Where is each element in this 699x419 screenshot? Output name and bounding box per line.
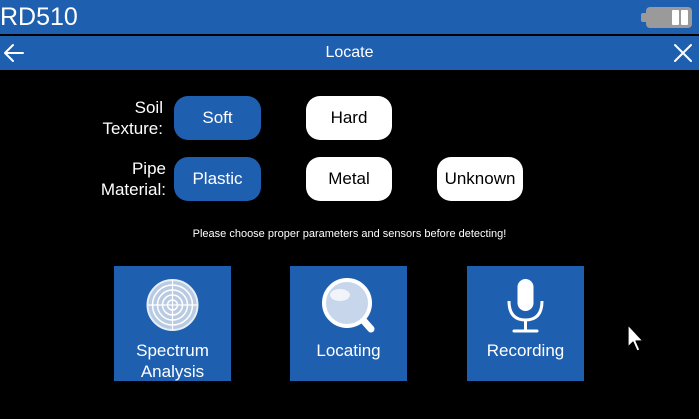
status-bar: RD510	[0, 0, 699, 34]
page-title: Locate	[325, 44, 374, 61]
title-bar: Locate	[0, 36, 699, 70]
spectrum-analysis-label: Spectrum Analysis	[114, 340, 231, 382]
mouse-pointer-icon	[627, 324, 644, 352]
spectrum-analysis-label-line1: Spectrum	[136, 341, 209, 360]
soil-texture-label-line1: Soil	[134, 98, 163, 117]
pipe-option-plastic[interactable]: Plastic	[174, 157, 261, 201]
soil-texture-label-line2: Texture:	[102, 119, 163, 138]
pipe-option-unknown[interactable]: Unknown	[437, 157, 523, 201]
pipe-material-label-line2: Material:	[100, 180, 166, 199]
hint-text: Please choose proper parameters and sens…	[192, 228, 507, 240]
device-name: RD510	[0, 3, 78, 31]
close-button[interactable]	[670, 40, 696, 66]
pipe-material-label-line1: Pipe	[131, 159, 166, 178]
microphone-icon	[507, 279, 544, 333]
locating-label: Locating	[290, 340, 407, 361]
recording-label-line1: Recording	[486, 341, 565, 360]
pipe-material-label: Pipe Material:	[66, 158, 166, 200]
battery-level-bar	[672, 10, 679, 25]
locating-label-line1: Locating	[316, 341, 381, 360]
battery-icon	[641, 7, 692, 28]
spectrum-analysis-label-line2: Analysis	[140, 362, 205, 381]
locating-tile[interactable]: Locating	[290, 266, 407, 381]
soil-texture-label: Soil Texture:	[63, 97, 163, 139]
spectrum-analysis-tile[interactable]: Spectrum Analysis	[114, 266, 231, 381]
header-divider	[0, 34, 699, 36]
spectrum-analysis-icon	[146, 279, 199, 331]
soil-option-hard[interactable]: Hard	[306, 96, 392, 140]
back-button[interactable]	[2, 40, 28, 66]
magnifier-icon	[322, 278, 375, 333]
battery-nub	[641, 13, 646, 22]
close-icon	[674, 44, 692, 62]
recording-tile[interactable]: Recording	[467, 266, 584, 381]
pipe-option-metal[interactable]: Metal	[306, 157, 392, 201]
recording-label: Recording	[467, 340, 584, 361]
back-arrow-icon	[4, 44, 24, 62]
battery-level-bar	[681, 10, 688, 25]
soil-option-soft[interactable]: Soft	[174, 96, 261, 140]
